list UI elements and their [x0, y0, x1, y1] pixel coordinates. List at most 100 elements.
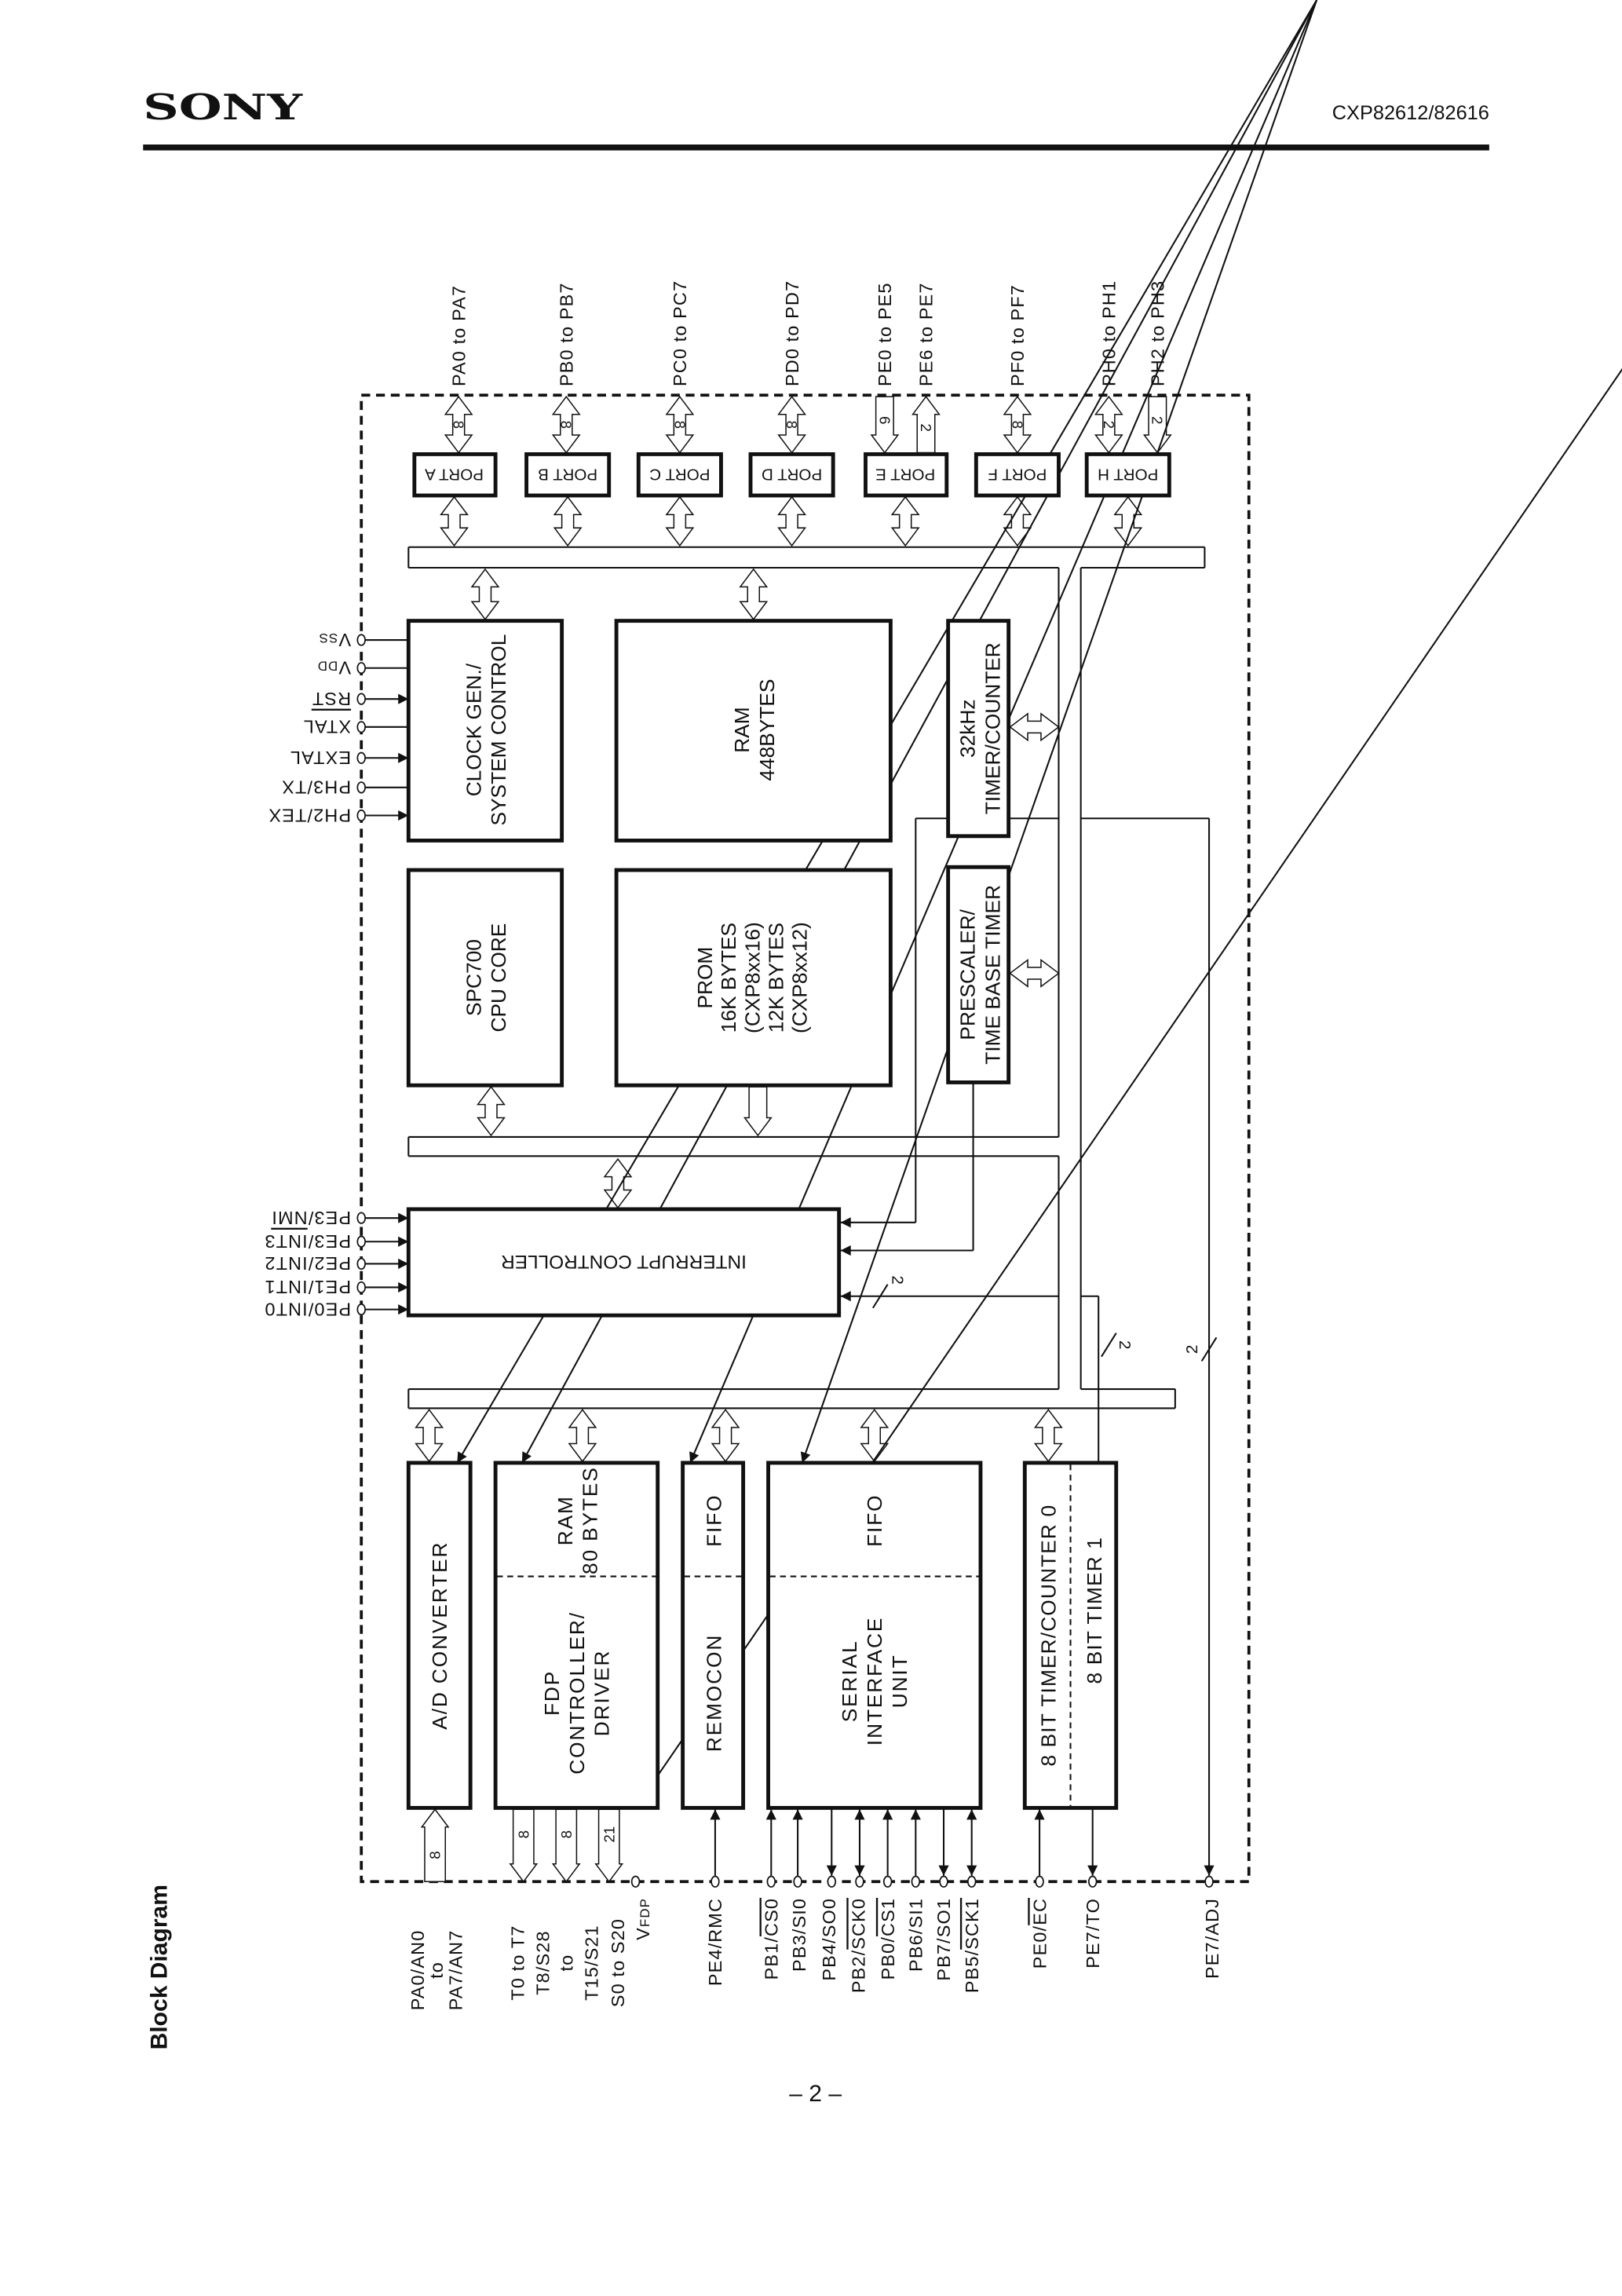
pin-label-pe7-adj: PE7/ADJ — [1202, 1898, 1222, 1979]
port-e-box — [864, 452, 949, 498]
pin-label-pa: PA0 to PA7 — [448, 285, 469, 386]
pin-label-pe0-int0: PE0/INT0 — [264, 1299, 351, 1319]
port-e-input-arrow — [870, 396, 900, 454]
pin-label-pe2-int2: PE2/INT2 — [264, 1253, 351, 1274]
pin-label-pe7-to: PE7/TO — [1083, 1898, 1103, 1969]
port-b-box — [524, 452, 612, 498]
pin-label-pf: PF0 to PF7 — [1007, 284, 1028, 386]
header-rule — [143, 144, 1489, 151]
port-e-label: PORT E — [875, 465, 935, 483]
pin-label-extal: EXTAL — [290, 748, 351, 768]
clock-pin-terminal — [356, 721, 366, 733]
clock-pin-terminal — [356, 634, 366, 646]
pin-label-pe0-ec: PE0/EC — [1029, 1898, 1050, 1969]
fdp-output-arrow — [509, 1808, 539, 1883]
pin-label-pc: PC0 to PC7 — [670, 280, 690, 386]
pin-label-pa7-an7: PA7/AN7 — [446, 1930, 466, 2011]
ad-converter-block — [406, 1461, 473, 1810]
bus-width-pe-out: 2 — [918, 423, 934, 431]
port-blocks: PORT A PORT B PORT C PORT D PORT E PORT … — [412, 452, 1171, 498]
timer-1-label: 8 BIT TIMER 1 — [1083, 1537, 1106, 1684]
interrupt-controller-block — [406, 1207, 842, 1318]
pin-label-pb5-sck1: PB5/SCK1 — [962, 1898, 982, 1993]
bottom-pin-terminal — [1087, 1875, 1098, 1888]
pin-label-pe3-nmi: PE3/NMI — [271, 1208, 351, 1228]
interrupt-pin-terminal — [356, 1212, 366, 1224]
port-a-label: PORT A — [425, 465, 484, 483]
pin-label-ph3-tx: PH3/TX — [281, 777, 351, 798]
pin-label-pe-in: PE0 to PE5 — [875, 282, 895, 386]
bottom-pin-terminal — [1035, 1875, 1044, 1888]
ram-block — [614, 619, 893, 843]
pin-label-t0-t7: T0 to T7 — [508, 1925, 528, 2001]
peripheral-bus-arrow — [568, 1409, 597, 1463]
bottom-pin-terminal — [966, 1875, 977, 1888]
clock-pin-labels: VSS VDD RST XTAL EXTAL PH3/TX PH2/TEX — [268, 630, 351, 825]
bottom-pin-terminal — [1204, 1875, 1214, 1888]
pin-label-vdd: VDD — [317, 658, 351, 678]
interrupt-pin-terminal — [356, 1257, 366, 1270]
remocon-fifo-label: FIFO — [702, 1494, 725, 1547]
port-b-label: PORT B — [538, 465, 597, 483]
pin-label-pb3-si0: PB3/SI0 — [789, 1898, 809, 1972]
bus-width-slash — [1101, 1333, 1117, 1358]
timer-32khz-bus-arrow — [1009, 712, 1060, 742]
bottom-pin-terminal — [882, 1875, 893, 1888]
serial-interface-block — [766, 1461, 983, 1810]
bus-width-ph-in: 2 — [1149, 416, 1166, 424]
port-h-label: PORT H — [1098, 465, 1158, 483]
port-bus-arrow — [553, 495, 583, 547]
prescaler-bus-arrow — [1009, 959, 1060, 988]
port-bus-arrow — [440, 495, 469, 547]
port-d-label: PORT D — [762, 465, 822, 483]
remocon-block — [681, 1461, 746, 1810]
signal-line — [800, 0, 1318, 1464]
pin-label-ph-io: PH0 to PH1 — [1099, 280, 1120, 386]
clock-pin-terminal — [356, 662, 366, 675]
pin-label-adc-to: to — [426, 1961, 447, 1979]
bus-width-pc: 8 — [671, 421, 688, 429]
interrupt-controller-label: INTERRUPT CONTROLLER — [501, 1251, 747, 1272]
bus-width-pd: 8 — [784, 421, 800, 429]
port-h-input-arrow — [1142, 396, 1172, 454]
bottom-pin-terminal — [855, 1875, 864, 1888]
interrupt-pin-terminal — [356, 1303, 366, 1316]
page-number: – 2 – — [789, 2081, 842, 2107]
port-d-box — [748, 452, 835, 498]
fdp-output-arrow — [594, 1808, 624, 1883]
bus-width-interrupt-timer: 2 — [889, 1275, 907, 1284]
pin-label-t15-s21: T15/S21 — [581, 1925, 601, 2001]
peripheral-bus-arrow — [711, 1409, 740, 1463]
port-bus-arrow — [890, 495, 920, 547]
bottom-pin-terminal — [766, 1875, 776, 1888]
bus-width-fdp-t: 8 — [515, 1830, 532, 1838]
bus-width-ph-io: 2 — [1101, 421, 1117, 429]
clock-pin-terminal — [356, 781, 366, 794]
interrupt-pin-terminal — [356, 1281, 366, 1294]
peripheral-bus-arrow — [1033, 1409, 1063, 1463]
section-title: Block Diagram — [146, 1885, 172, 2049]
bus-width-fdp-s: 8 — [558, 1830, 575, 1838]
interrupt-pin-labels: PE3/NMI PE3/INT3 PE2/INT2 PE1/INT1 PE0/I… — [264, 1208, 351, 1319]
pin-label-vfdp: VFDP — [633, 1898, 653, 1940]
bottom-pin-labels: PA0/AN0 to PA7/AN7 T0 to T7 T8/S28 to T1… — [407, 1275, 1222, 2010]
peripheral-bus-arrow — [415, 1409, 444, 1463]
bus-width-pe-in: 6 — [876, 416, 893, 424]
remocon-label: REMOCON — [702, 1634, 725, 1752]
pin-label-fdp-to: to — [556, 1954, 576, 1972]
interrupt-bus-arrow — [603, 1157, 633, 1209]
port-h-box — [1084, 452, 1171, 498]
pin-label-pb7-so1: PB7/SO1 — [933, 1898, 954, 1981]
bus-width-fdp-seg: 21 — [601, 1826, 617, 1843]
port-f-label: PORT F — [988, 465, 1047, 483]
chip-boundary — [360, 393, 1251, 1884]
pin-label-xtal: XTAL — [303, 717, 351, 737]
part-number: CXP82612/82616 — [1332, 102, 1489, 124]
